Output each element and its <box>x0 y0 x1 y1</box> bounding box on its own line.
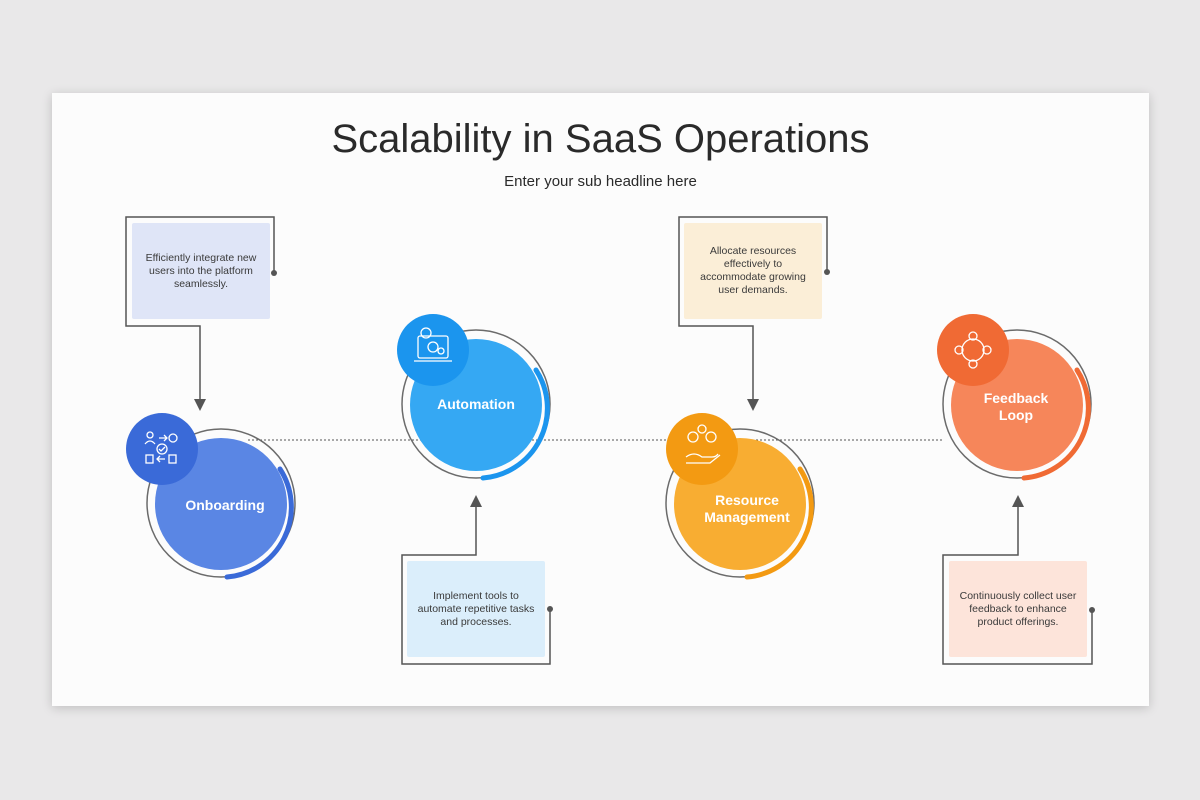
automation-gear-icon <box>397 314 469 386</box>
stage-ring-resource <box>665 428 815 580</box>
page-title: Scalability in SaaS Operations <box>331 117 870 161</box>
stage-label-resource: Resource Management <box>704 492 790 525</box>
stage-ring-onboarding <box>146 428 296 580</box>
connector-feedback <box>942 495 1093 665</box>
description-box-resource: Allocate resources effectively to accomm… <box>684 223 822 319</box>
stage-label-onboarding: Onboarding <box>185 496 265 513</box>
stage-label-feedback: Feedback Loop <box>983 390 1049 423</box>
page-subtitle: Enter your sub headline here <box>504 173 697 190</box>
description-onboarding: Efficiently integrate new users into the… <box>145 251 257 290</box>
description-box-onboarding: Efficiently integrate new users into the… <box>132 223 270 319</box>
slide: Scalability in SaaS Operations Enter you… <box>52 93 1149 706</box>
connector-lines <box>125 216 1095 665</box>
connector-resource <box>678 216 828 411</box>
user-workflow-icon <box>126 413 198 485</box>
stage-ring-automation <box>401 329 551 481</box>
feedback-cycle-icon <box>937 314 1009 386</box>
connector-onboarding <box>125 216 275 411</box>
description-resource: Allocate resources effectively to accomm… <box>700 245 806 296</box>
description-box-feedback: Continuously collect user feedback to en… <box>949 561 1087 657</box>
connector-automation <box>401 495 551 665</box>
stage-label-automation: Automation <box>437 395 515 412</box>
resource-hand-icon <box>666 413 738 485</box>
stage-ring-feedback <box>942 329 1092 481</box>
description-automation: Implement tools to automate repetitive t… <box>417 589 535 628</box>
description-box-automation: Implement tools to automate repetitive t… <box>407 561 545 657</box>
description-feedback: Continuously collect user feedback to en… <box>959 589 1077 628</box>
